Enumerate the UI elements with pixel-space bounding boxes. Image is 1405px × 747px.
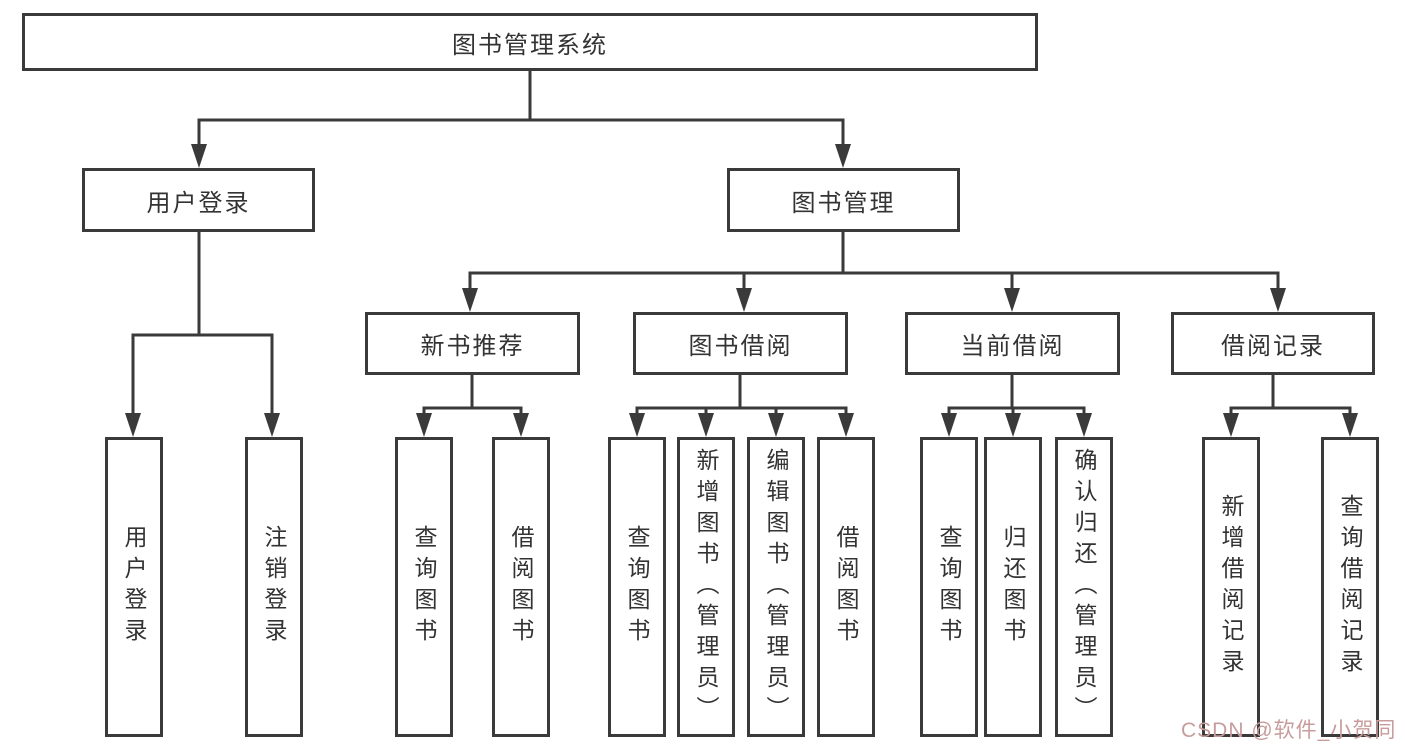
leaf-borrow-book: 借阅图书 (817, 437, 875, 737)
connector-root-to-level2 (197, 71, 845, 146)
node-root-system: 图书管理系统 (22, 13, 1038, 71)
leaf-confirm-return-admin: 确认归还（管理员） (1055, 437, 1113, 737)
leaf-edit-book-admin: 编辑图书（管理员） (747, 437, 805, 737)
leaf-add-book-admin: 新增图书（管理员） (677, 437, 735, 737)
leaf-borrow-book-recommend: 借阅图书 (492, 437, 550, 737)
leaf-add-borrow-record: 新增借阅记录 (1202, 437, 1260, 737)
connector-user-login-branch (131, 232, 274, 415)
leaf-query-borrow-record: 查询借阅记录 (1321, 437, 1379, 737)
connector-new-book-branch (422, 375, 523, 415)
leaf-logout: 注销登录 (245, 437, 303, 737)
node-current-borrow: 当前借阅 (905, 312, 1120, 375)
connector-current-borrow-branch (947, 375, 1086, 415)
leaf-query-book-recommend: 查询图书 (395, 437, 453, 737)
leaf-user-login: 用户登录 (105, 437, 163, 737)
leaf-query-book-current: 查询图书 (920, 437, 978, 737)
node-book-borrow: 图书借阅 (633, 312, 848, 375)
node-user-login: 用户登录 (82, 168, 315, 232)
node-new-book-recommend: 新书推荐 (365, 312, 580, 375)
arrowheads (125, 144, 1358, 437)
node-book-management: 图书管理 (727, 168, 960, 232)
leaf-query-book-borrow: 查询图书 (608, 437, 666, 737)
leaf-return-book: 归还图书 (984, 437, 1042, 737)
connector-book-borrow-branch (635, 375, 848, 415)
connector-book-mgmt-branch (468, 232, 1280, 290)
connector-borrow-record-branch (1229, 375, 1352, 415)
node-borrow-record: 借阅记录 (1171, 312, 1375, 375)
csdn-watermark: CSDN @软件_小贺同学 (1181, 719, 1397, 742)
